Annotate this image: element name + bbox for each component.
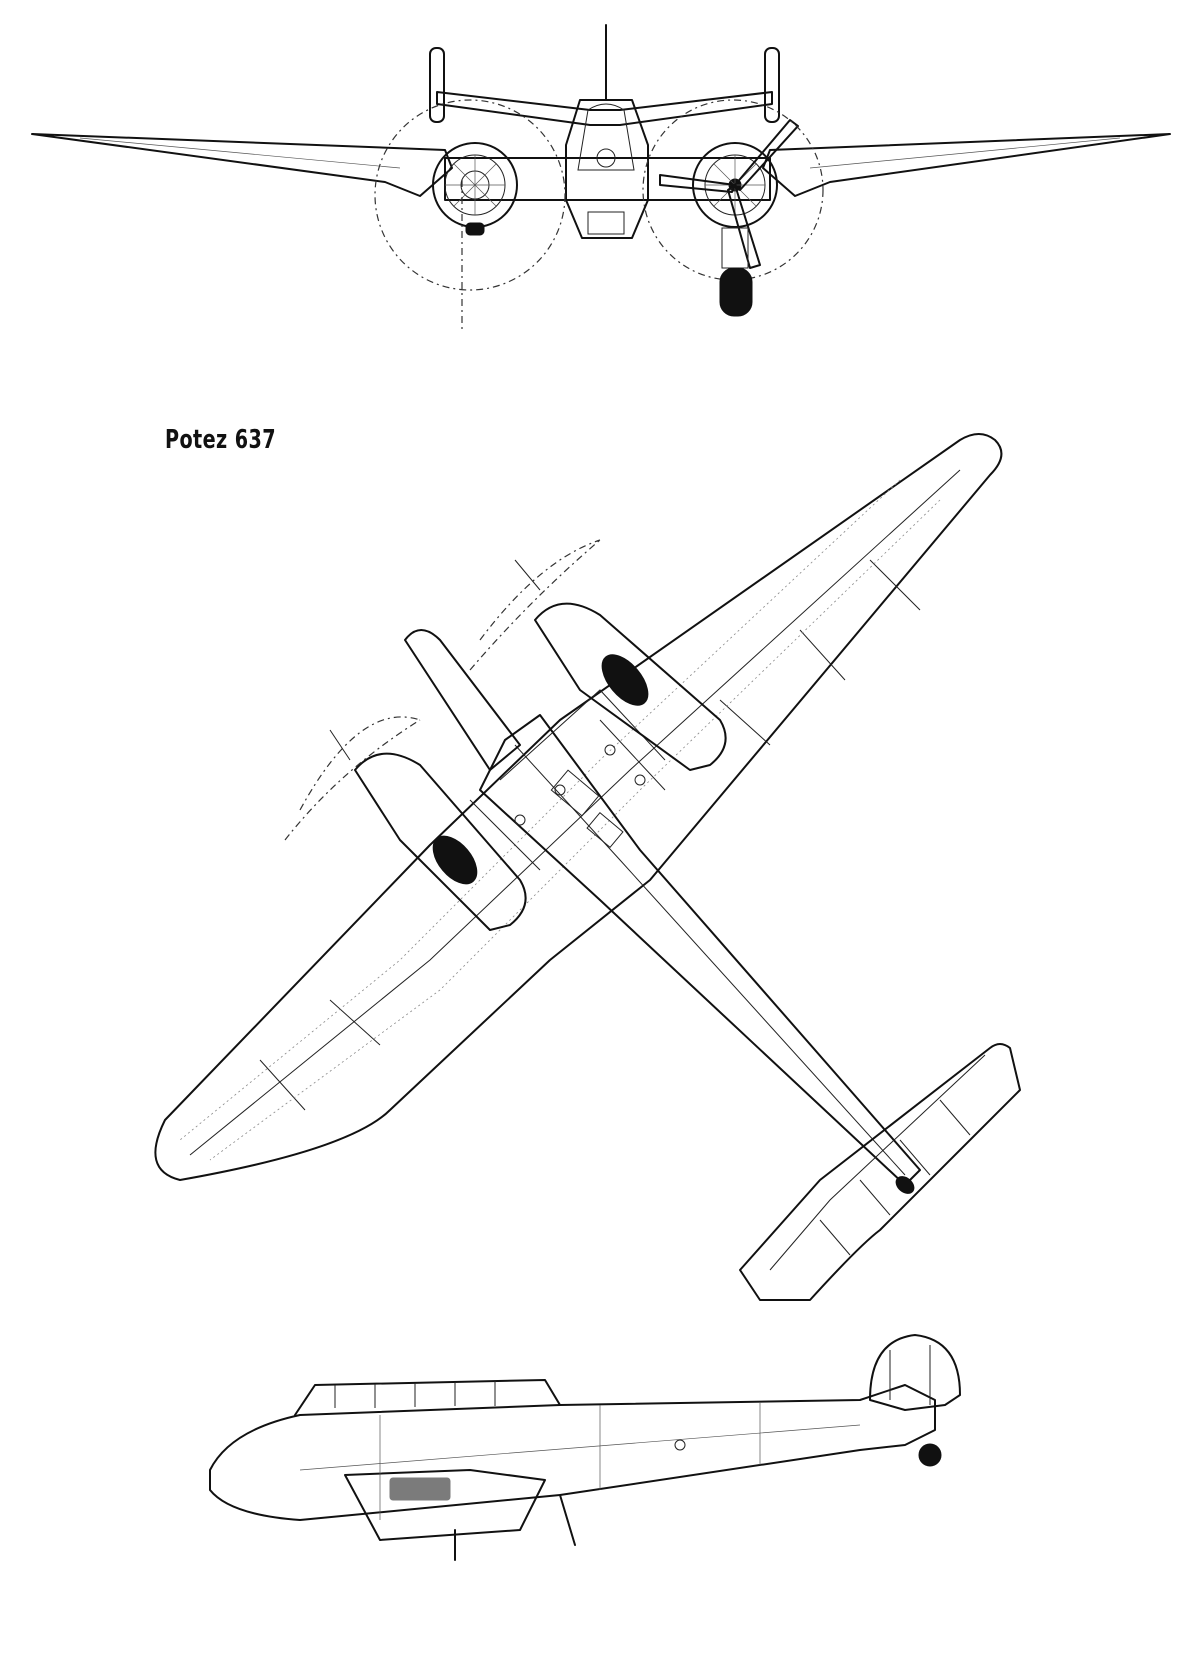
right-propeller: [659, 119, 799, 269]
front-right-fin: [764, 47, 780, 123]
front-fuselage: [565, 99, 649, 239]
side-ventral-gondola: [344, 1469, 546, 1541]
plan-tailplane: [739, 1043, 1021, 1301]
plan-view: [154, 433, 1021, 1301]
front-left-wing: [31, 133, 453, 197]
front-right-wing: [762, 133, 1171, 197]
plan-fuselage: [479, 714, 921, 1186]
right-engine-cowling: [692, 142, 778, 228]
side-vertical-fin: [869, 1334, 961, 1411]
plan-right-nacelle: [534, 602, 727, 771]
front-left-fin: [429, 47, 445, 123]
plan-nose: [404, 629, 521, 771]
plan-right-propeller-arc: [479, 539, 601, 641]
front-tailplane: [436, 91, 773, 126]
right-main-wheel: [719, 267, 753, 317]
aircraft-title: Potez 637: [165, 425, 276, 455]
side-fuselage: [209, 1384, 936, 1521]
side-view: [209, 1334, 961, 1561]
plan-left-propeller-arc: [299, 716, 421, 811]
side-canopy: [294, 1379, 561, 1416]
left-propeller-disc: [374, 99, 566, 291]
side-tail-wheel: [918, 1443, 942, 1467]
front-view: [31, 24, 1171, 330]
plan-left-nacelle: [354, 752, 527, 931]
plan-main-wing: [154, 433, 1003, 1181]
